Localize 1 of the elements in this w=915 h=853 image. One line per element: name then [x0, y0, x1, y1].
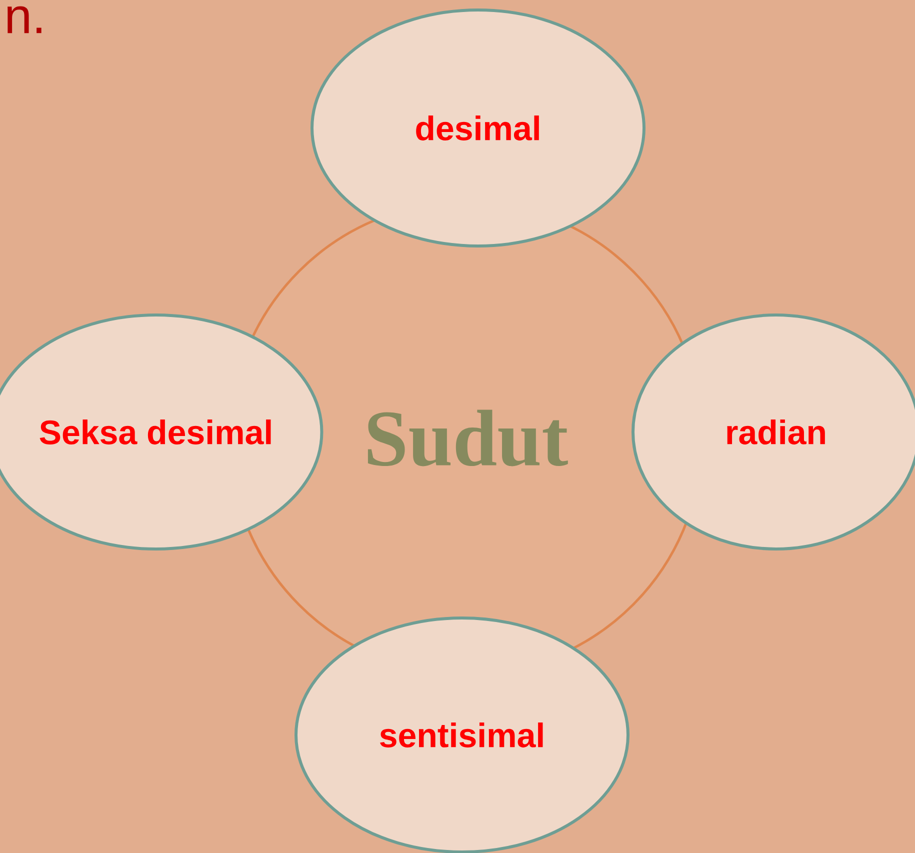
heading-fragment: n. — [8, 6, 42, 34]
